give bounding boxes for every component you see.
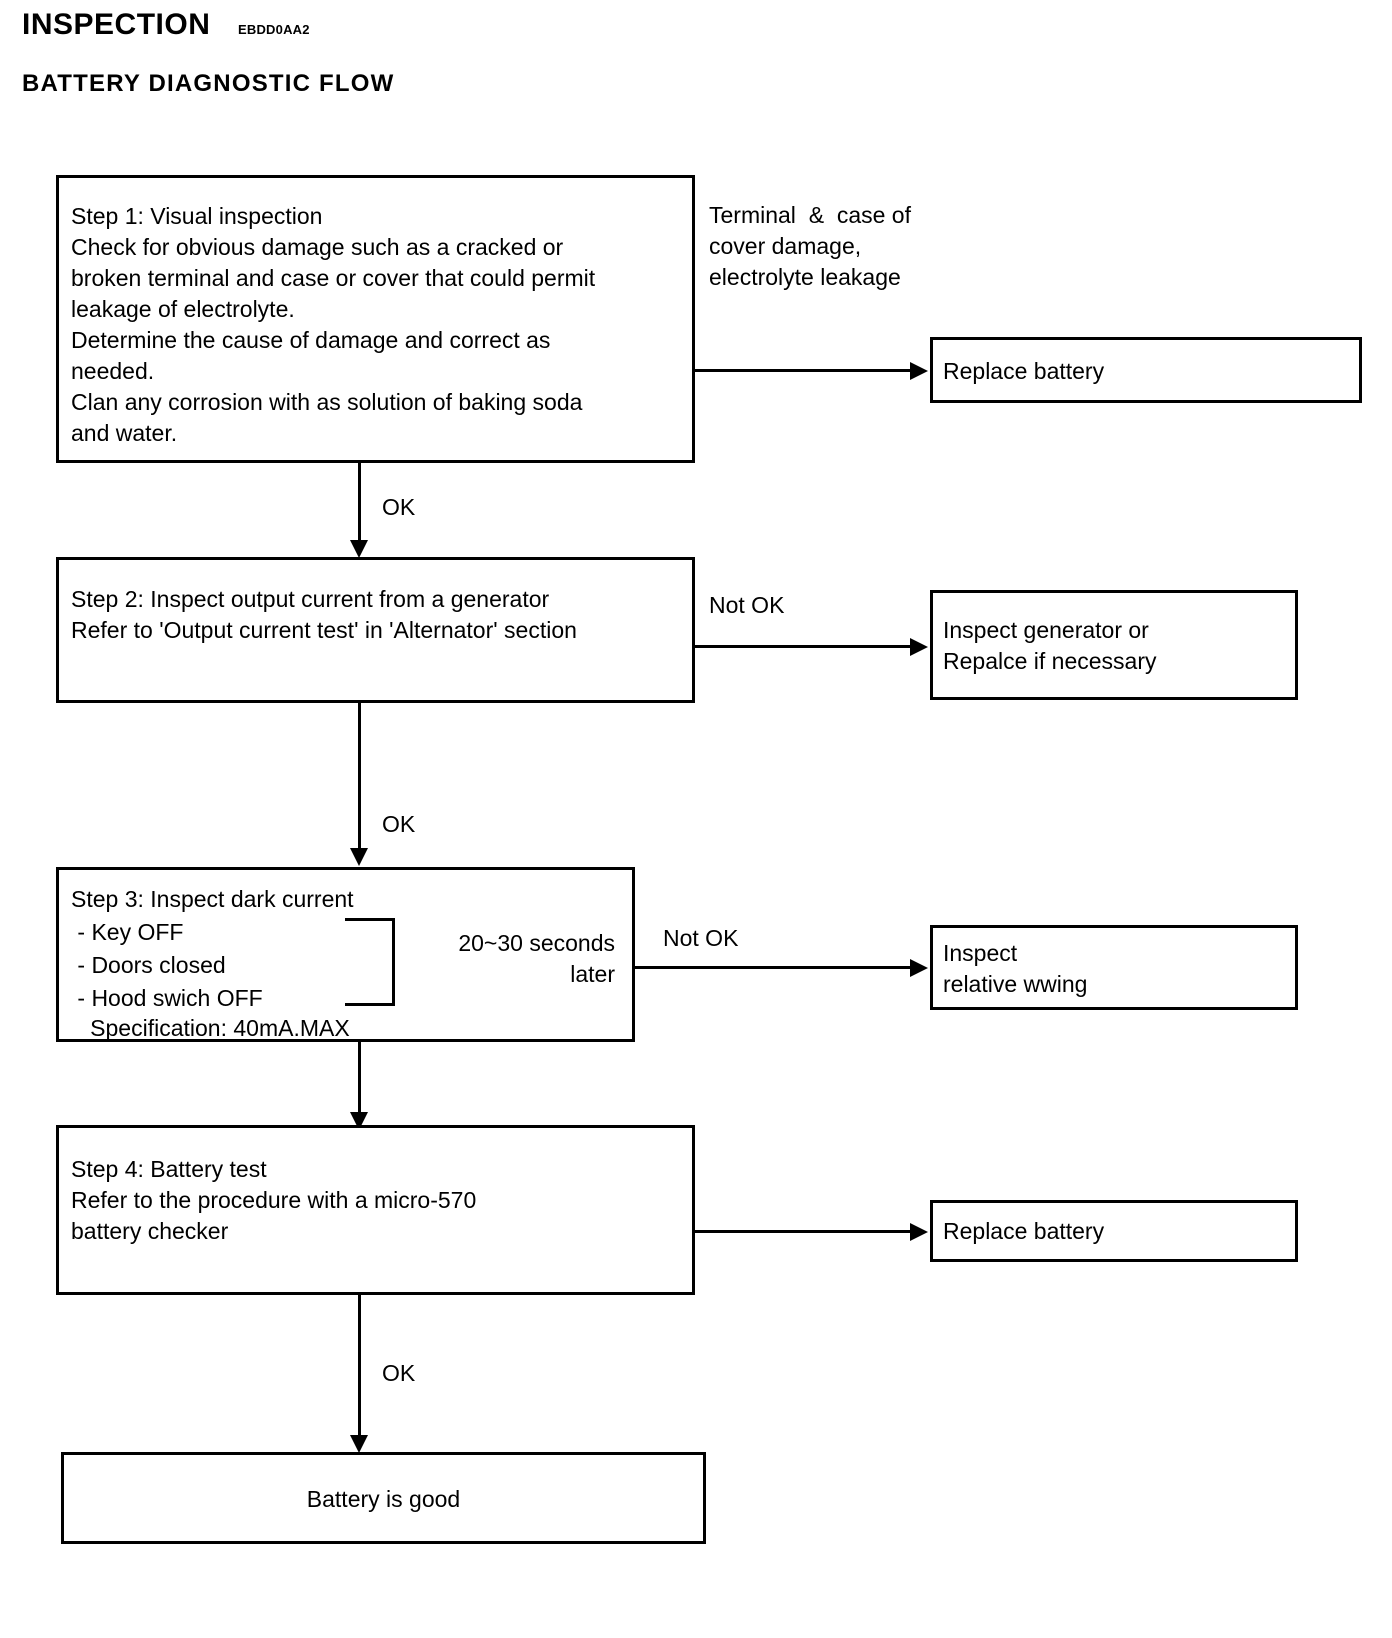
result-text: Battery is good xyxy=(306,1486,461,1512)
step3-branch-label: Not OK xyxy=(663,925,739,951)
step1-branch-arrowhead xyxy=(910,362,928,380)
step1-branch-note: Terminal & case of cover damage, electro… xyxy=(709,202,911,290)
step1-text: Step 1: Visual inspection Check for obvi… xyxy=(71,203,596,446)
step4-branch-arrowhead xyxy=(910,1223,928,1241)
inspect-wiring-text: Inspect relative wwing xyxy=(943,940,1088,997)
step4-branch-line xyxy=(695,1230,910,1233)
page-title: INSPECTION xyxy=(22,8,211,41)
step1-to-step2-label: OK xyxy=(382,494,416,520)
step4-box: Step 4: Battery test Refer to the proced… xyxy=(56,1125,695,1295)
step2-text: Step 2: Inspect output current from a ge… xyxy=(71,586,577,643)
document-code: EBDD0AA2 xyxy=(238,22,310,37)
step3-specification: Specification: 40mA.MAX xyxy=(71,1015,350,1041)
step4-to-result-label: OK xyxy=(382,1360,416,1386)
step1-to-step2-arrowhead xyxy=(350,540,368,558)
page-subtitle: BATTERY DIAGNOSTIC FLOW xyxy=(22,70,395,97)
step2-branch-line xyxy=(695,645,910,648)
step3-title: Step 3: Inspect dark current xyxy=(71,886,354,912)
step1-branch-line xyxy=(695,369,910,372)
result-box: Battery is good xyxy=(61,1452,706,1544)
step3-branch-line xyxy=(635,966,910,969)
step3-bullets: - Key OFF - Doors closed - Hood swich OF… xyxy=(77,919,263,1011)
replace-battery-text-1: Replace battery xyxy=(943,358,1105,384)
step3-branch-arrowhead xyxy=(910,959,928,977)
step3-to-step4-line xyxy=(358,1042,361,1117)
step2-to-step3-label: OK xyxy=(382,811,416,837)
replace-battery-box-1: Replace battery xyxy=(930,337,1362,403)
step1-to-step2-line xyxy=(358,463,361,546)
step4-to-result-line xyxy=(358,1295,361,1440)
step3-grouping-bracket xyxy=(345,918,395,1006)
step1-box: Step 1: Visual inspection Check for obvi… xyxy=(56,175,695,463)
step2-to-step3-line xyxy=(358,703,361,853)
step3-box: Step 3: Inspect dark current - Key OFF -… xyxy=(56,867,635,1042)
step4-text: Step 4: Battery test Refer to the proced… xyxy=(71,1156,477,1244)
step2-box: Step 2: Inspect output current from a ge… xyxy=(56,557,695,703)
step2-to-step3-arrowhead xyxy=(350,848,368,866)
step3-timing-note: 20~30 seconds later xyxy=(458,930,615,987)
step2-branch-label: Not OK xyxy=(709,592,785,618)
replace-battery-text-2: Replace battery xyxy=(943,1218,1105,1244)
inspect-generator-box: Inspect generator or Repalce if necessar… xyxy=(930,590,1298,700)
replace-battery-box-2: Replace battery xyxy=(930,1200,1298,1262)
inspect-generator-text: Inspect generator or Repalce if necessar… xyxy=(943,617,1157,674)
step4-to-result-arrowhead xyxy=(350,1435,368,1453)
inspect-wiring-box: Inspect relative wwing xyxy=(930,925,1298,1010)
step2-branch-arrowhead xyxy=(910,638,928,656)
